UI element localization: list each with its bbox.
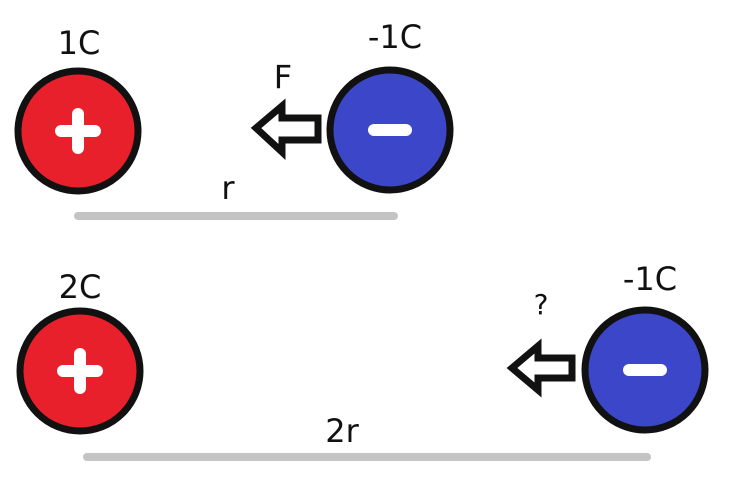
left-arrow-icon bbox=[506, 338, 576, 398]
distance-label-top: r bbox=[221, 169, 235, 207]
force-label-bottom: ? bbox=[534, 288, 549, 321]
minus-icon bbox=[368, 124, 412, 136]
negative-charge-bottom bbox=[581, 306, 709, 434]
charge-label-bottom-negative: -1C bbox=[623, 260, 677, 298]
scenario-top: 1C -1C F r bbox=[14, 18, 454, 220]
left-arrow-icon bbox=[250, 98, 322, 160]
positive-charge-bottom bbox=[16, 307, 144, 435]
plus-icon bbox=[57, 348, 103, 394]
charge-label-bottom-positive: 2C bbox=[59, 268, 102, 306]
distance-label-bottom: 2r bbox=[325, 412, 359, 450]
minus-icon bbox=[623, 364, 667, 376]
charge-label-top-negative: -1C bbox=[368, 18, 422, 56]
positive-charge-top bbox=[14, 67, 142, 195]
charge-label-top-positive: 1C bbox=[58, 24, 101, 62]
scenario-bottom: 2C -1C ? 2r bbox=[16, 260, 709, 461]
negative-charge-top bbox=[326, 66, 454, 194]
plus-icon bbox=[55, 108, 101, 154]
force-label-top: F bbox=[274, 58, 292, 96]
